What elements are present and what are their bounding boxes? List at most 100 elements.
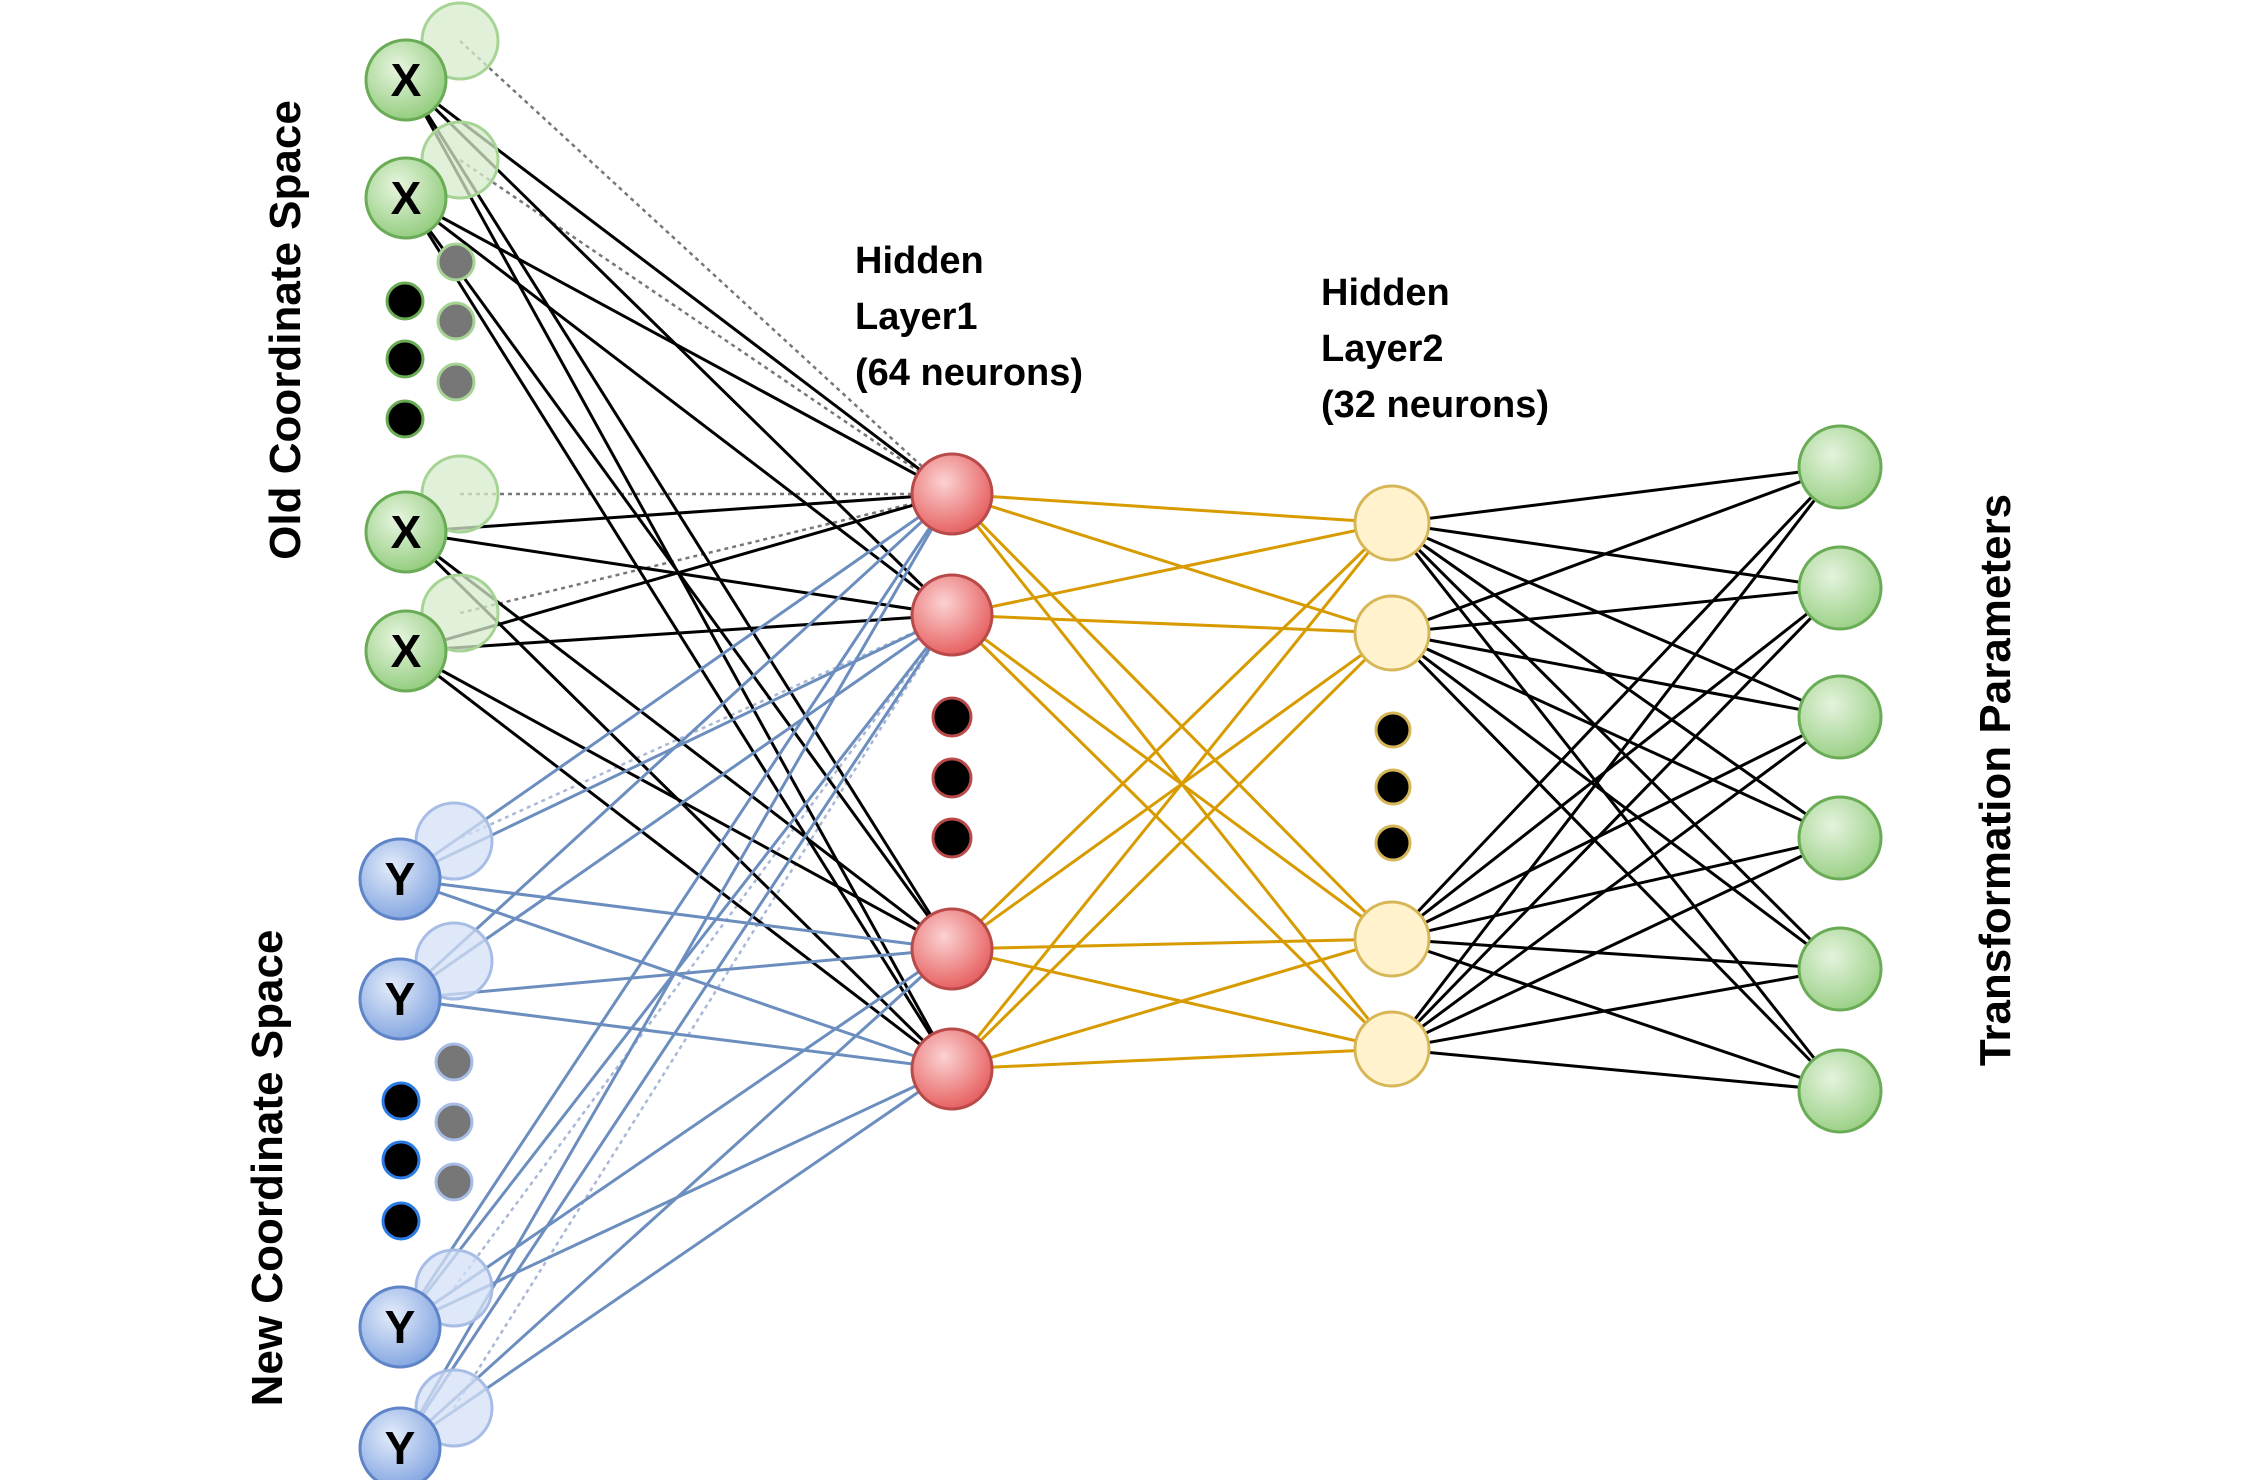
output-connection <box>1390 522 1842 1092</box>
hidden-layer2-name: Layer2 <box>1321 328 1444 370</box>
output-neuron <box>1797 424 1883 510</box>
output-neuron <box>1797 1048 1883 1134</box>
hidden-connection <box>951 631 1393 951</box>
input-y-symbol: Y <box>385 1301 416 1353</box>
output-neuron <box>1797 926 1883 1012</box>
input-y-connection <box>399 613 953 1001</box>
output-connection <box>1391 465 1841 635</box>
ellipsis-dot <box>436 242 476 282</box>
input-x-symbol: X <box>391 172 422 224</box>
output-connection <box>1391 631 1841 840</box>
input-y-neuron <box>358 1285 442 1369</box>
output-connection <box>1391 967 1841 1051</box>
new-coordinate-space-label: New Coordinate Space <box>243 930 292 1407</box>
input-y-connection <box>399 492 953 881</box>
hidden1-neuron <box>910 452 994 536</box>
output-connection <box>1390 465 1842 941</box>
output-connection <box>1391 521 1841 590</box>
hidden1-neuron <box>910 573 994 657</box>
output-connection <box>1391 631 1841 719</box>
input-x-neuron <box>364 38 448 122</box>
ellipsis-dot <box>931 817 973 859</box>
output-connection <box>1390 631 1842 1093</box>
input-y-connection <box>398 614 954 1449</box>
hidden2-neuron <box>1353 594 1431 672</box>
hidden-connection <box>950 613 1394 1051</box>
output-connection <box>1390 521 1842 971</box>
ellipsis-dot <box>385 399 425 439</box>
input-x-connection <box>405 492 953 534</box>
output-connection <box>1391 521 1841 719</box>
ellipsis-dot <box>381 1201 421 1241</box>
input-y-connection <box>399 1067 953 1450</box>
hidden-connection <box>951 492 1393 635</box>
output-connection <box>1391 631 1841 971</box>
hidden-connection <box>951 492 1393 525</box>
ellipsis-dot <box>381 1081 421 1121</box>
output-connection <box>1391 715 1841 941</box>
output-neuron <box>1797 674 1883 760</box>
old-coordinate-space-label: Old Coordinate Space <box>261 100 310 560</box>
output-connection <box>1391 1047 1841 1093</box>
hidden2-neuron <box>1353 484 1431 562</box>
hidden-connection <box>951 613 1393 941</box>
input-x-connection <box>405 613 953 653</box>
hidden-connection <box>951 937 1393 951</box>
hidden-connection <box>951 1047 1393 1071</box>
hidden-layer1-name: Layer1 <box>855 296 978 338</box>
output-connection <box>1391 836 1841 1051</box>
input-y-connection <box>399 947 953 1001</box>
hidden-connection <box>950 521 1394 951</box>
ellipsis-dot <box>434 1042 474 1082</box>
input-x-connection <box>405 649 953 951</box>
hidden-layer2-title: Hidden <box>1321 272 1450 314</box>
input-x-neuron <box>364 156 448 240</box>
input-x-neuron <box>364 490 448 574</box>
input-y-connection <box>398 492 954 1001</box>
output-connection <box>1390 586 1842 1051</box>
ellipsis-dot <box>434 1102 474 1142</box>
input-y-connection <box>399 947 953 1329</box>
hidden-connection <box>951 947 1393 1051</box>
hidden-connection <box>951 521 1393 617</box>
input-y-connection <box>398 493 954 1328</box>
transformation-parameters-label: Transformation Parameters <box>1971 494 2020 1066</box>
input-x-symbol: X <box>391 625 422 677</box>
hidden1-neuron <box>910 1027 994 1111</box>
input-y-neuron <box>358 837 442 921</box>
input-x-connection <box>405 196 953 496</box>
input-x-symbol: X <box>391 506 422 558</box>
hidden2-neuron <box>1353 1010 1431 1088</box>
input-y-symbol: Y <box>385 973 416 1025</box>
input-x-neuron <box>364 609 448 693</box>
output-connection <box>1391 586 1841 941</box>
hidden-connection <box>950 522 1394 1070</box>
ellipsis-dot <box>436 301 476 341</box>
dotted-connection <box>453 613 953 843</box>
output-connection <box>1391 937 1841 1093</box>
ellipsis-dot <box>1374 824 1412 862</box>
input-y-connection <box>398 947 954 1450</box>
hidden-connection <box>950 492 1394 941</box>
output-connection <box>1390 466 1842 1050</box>
hidden-connection <box>951 937 1393 1071</box>
ellipsis-dot <box>1374 711 1412 749</box>
dotted-connection <box>452 614 954 1289</box>
hidden-connection <box>951 613 1393 635</box>
input-y-neuron <box>358 957 442 1041</box>
output-connection <box>1391 465 1841 525</box>
ellipsis-dot <box>381 1140 421 1180</box>
ellipsis-dot <box>436 362 476 402</box>
input-y-connection <box>399 877 953 951</box>
input-x-connection <box>405 649 953 1071</box>
output-connection <box>1391 836 1841 941</box>
ellipsis-dot <box>931 696 973 738</box>
hidden2-neuron <box>1353 900 1431 978</box>
input-x-symbol: X <box>391 54 422 106</box>
output-connection <box>1391 937 1841 971</box>
input-x-connection <box>405 196 953 617</box>
input-y-symbol: Y <box>385 1422 416 1474</box>
ellipsis-dot <box>434 1162 474 1202</box>
